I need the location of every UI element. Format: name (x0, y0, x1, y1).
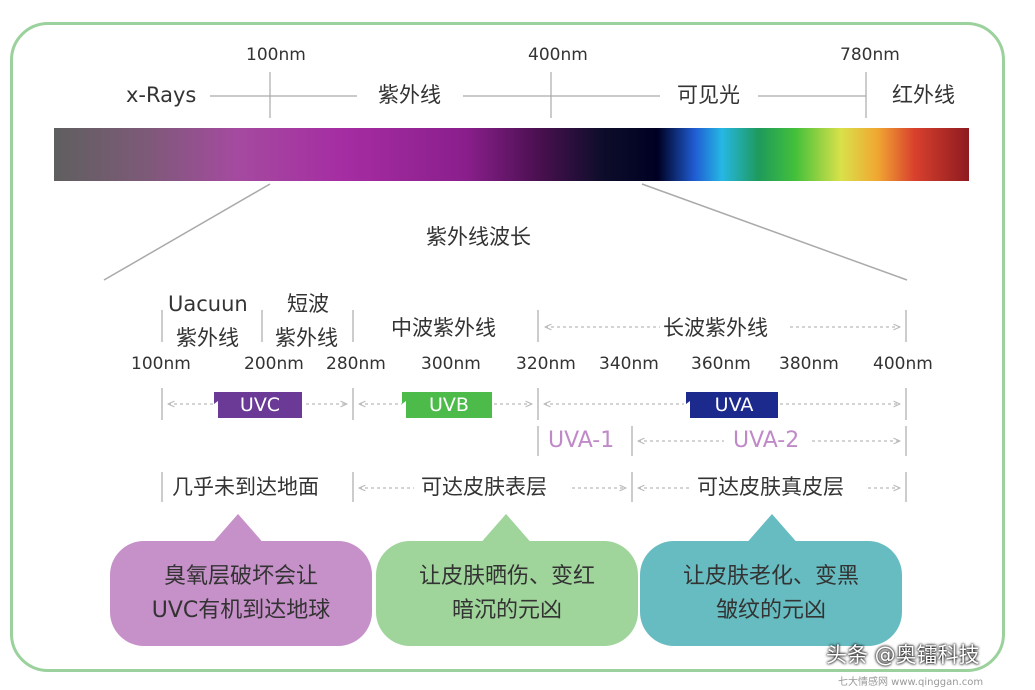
band-short-line2: 紫外线 (275, 326, 338, 350)
tick-340nm: 340nm (599, 354, 659, 374)
uva1-label: UVA-1 (548, 428, 615, 453)
reach-uvc: 几乎未到达地面 (172, 475, 319, 499)
effect-uvb-line1: 让皮肤晒伤、变红 (418, 563, 595, 589)
effect-uva-line1: 让皮肤老化、变黑 (682, 563, 859, 589)
uvb-label: UVB (406, 392, 492, 418)
band-medium: 中波紫外线 (391, 316, 496, 340)
effect-uvb-line2: 暗沉的元凶 (451, 597, 562, 623)
band-short-line1: 短波 (287, 292, 329, 316)
uva-label: UVA (690, 392, 778, 418)
spectrum-tick-100nm: 100nm (246, 45, 306, 65)
tick-280nm: 280nm (326, 354, 386, 374)
effect-bubble-uvb: 让皮肤晒伤、变红 暗沉的元凶 (376, 541, 638, 646)
outer-frame (10, 22, 1005, 672)
effect-uvc-line1: 臭氧层破坏会让 (163, 563, 318, 589)
tick-360nm: 360nm (691, 354, 751, 374)
region-visible: 可见光 (677, 83, 740, 107)
uv-title: 紫外线波长 (426, 225, 531, 249)
effect-bubble-uva: 让皮肤老化、变黑 皱纹的元凶 (640, 541, 902, 646)
tick-200nm: 200nm (244, 354, 304, 374)
tick-380nm: 380nm (779, 354, 839, 374)
tick-100nm: 100nm (131, 354, 191, 374)
tick-400nm: 400nm (873, 354, 933, 374)
footer-text: 七大情感网 www.qinggan.com (838, 677, 984, 688)
effect-uva-line2: 皱纹的元凶 (715, 597, 826, 623)
watermark: 头条 @奥镭科技 (826, 643, 980, 667)
reach-uva: 可达皮肤真皮层 (697, 475, 844, 499)
region-uv: 紫外线 (378, 83, 441, 107)
band-long: 长波紫外线 (663, 316, 768, 340)
reach-uvb: 可达皮肤表层 (421, 475, 547, 499)
tick-320nm: 320nm (516, 354, 576, 374)
uvc-label: UVC (218, 392, 302, 418)
spectrum-tick-400nm: 400nm (528, 45, 588, 65)
region-xrays: x-Rays (126, 83, 197, 107)
effect-uvc-line2: UVC有机到达地球 (151, 597, 331, 623)
region-infrared: 红外线 (892, 83, 955, 107)
tick-300nm: 300nm (421, 354, 481, 374)
spectrum-tick-780nm: 780nm (840, 45, 900, 65)
band-vacuum-line2: 紫外线 (176, 326, 239, 350)
uva2-label: UVA-2 (733, 428, 800, 453)
spectrum-bar (54, 128, 969, 181)
effect-bubble-uvc: 臭氧层破坏会让 UVC有机到达地球 (110, 541, 372, 646)
band-vacuum-line1: Uacuun (168, 292, 248, 316)
